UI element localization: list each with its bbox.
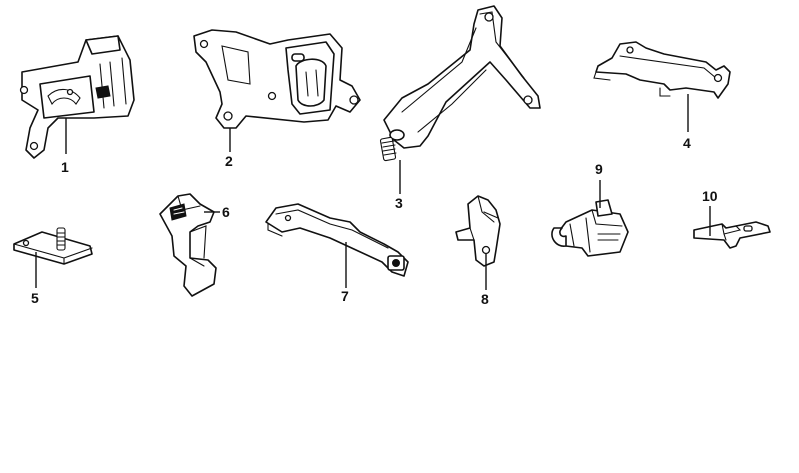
- callout-10: 10: [702, 188, 718, 204]
- callout-3: 3: [395, 195, 403, 211]
- part-4-flat-strip[interactable]: [593, 41, 731, 99]
- part-3-stud: [379, 136, 397, 162]
- callout-2: 2: [225, 153, 233, 169]
- callout-7: 7: [341, 288, 349, 304]
- part-7-strap-bracket[interactable]: [265, 203, 409, 277]
- callout-8: 8: [481, 291, 489, 307]
- callout-6: 6: [222, 204, 230, 220]
- part-10-slot-tab[interactable]: [693, 221, 771, 249]
- part-5-stud: [56, 227, 66, 251]
- callout-1: 1: [61, 159, 69, 175]
- part-1-bracket[interactable]: [19, 35, 135, 159]
- part-2-plate-bracket[interactable]: [193, 29, 361, 129]
- callout-5: 5: [31, 290, 39, 306]
- part-9-clip[interactable]: [551, 199, 629, 257]
- callout-9: 9: [595, 161, 603, 177]
- part-3-support-arm[interactable]: [379, 5, 541, 162]
- part-8-small-bracket[interactable]: [455, 195, 501, 267]
- callout-4: 4: [683, 135, 691, 151]
- part-6-bent-bracket[interactable]: [159, 193, 217, 297]
- part-5-stud-plate[interactable]: [13, 227, 93, 265]
